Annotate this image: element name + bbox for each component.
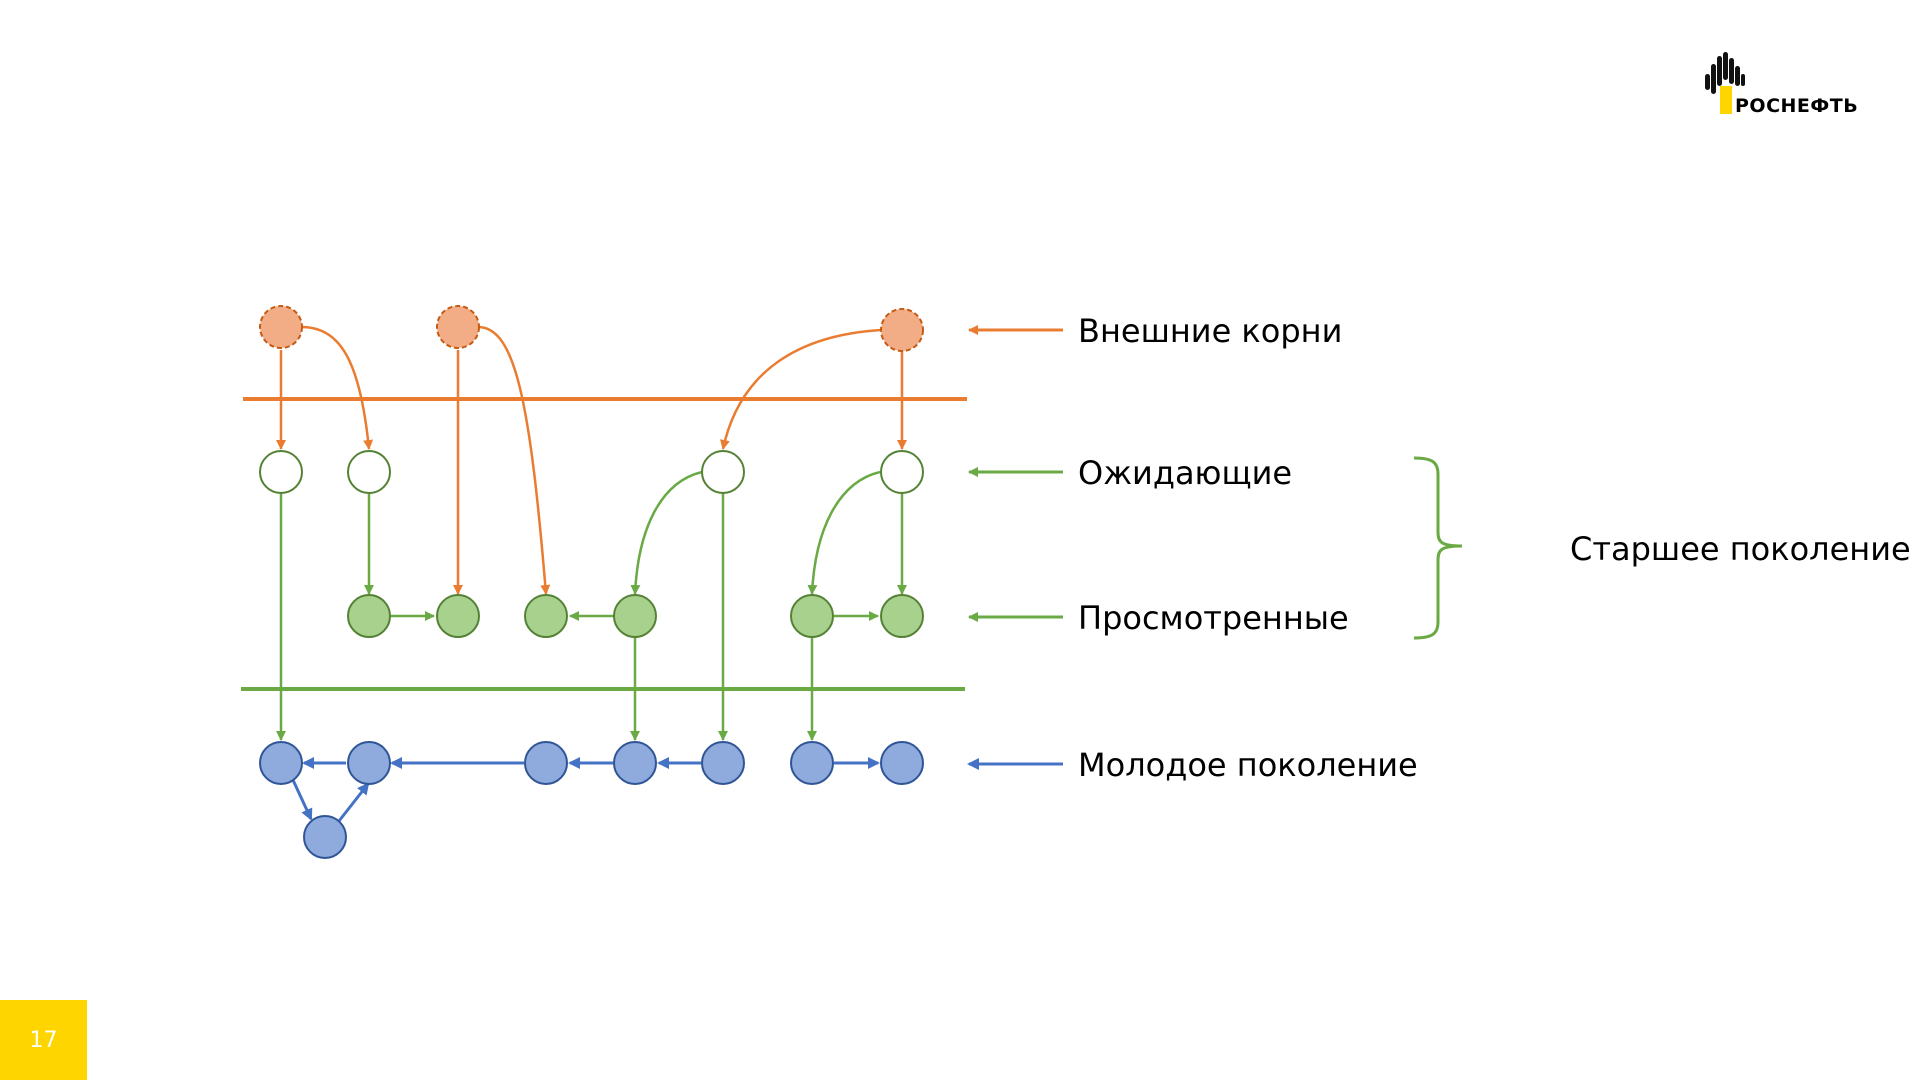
young-node [524,741,568,785]
old-generation-references [276,470,907,741]
external-root-node [436,305,480,349]
scanned-node [613,594,657,638]
label-scanned: Просмотренные [1078,599,1349,637]
label-external-roots: Внешние корни [1078,312,1342,350]
waiting-nodes [259,450,924,494]
external-root-node [259,305,303,349]
young-generation-references [291,757,880,822]
young-node [347,741,391,785]
waiting-node [259,450,303,494]
young-node [790,741,834,785]
page-number-box: 17 [0,1000,87,1080]
scanned-node [524,594,568,638]
legend-arrows [967,325,1063,770]
young-node [701,741,745,785]
rosneft-logo: РОСНЕФТЬ [1700,52,1890,120]
scanned-node [880,594,924,638]
root-references [276,325,907,595]
rosneft-emblem-icon [1705,52,1745,114]
external-root-node [880,308,924,352]
label-old-generation: Старшее поколение [1570,530,1911,568]
old-generation-brace [1413,456,1463,640]
waiting-node [347,450,391,494]
label-young-generation: Молодое поколение [1078,746,1418,784]
young-node [259,741,303,785]
scanned-node [347,594,391,638]
logo-wordmark: РОСНЕФТЬ [1735,95,1859,117]
young-node [613,741,657,785]
external-root-nodes [259,305,924,352]
young-generation-nodes [259,741,924,859]
scanned-node [436,594,480,638]
page-number: 17 [29,1027,58,1053]
young-node [303,815,347,859]
waiting-node [880,450,924,494]
young-node [880,741,924,785]
scanned-node [790,594,834,638]
label-waiting: Ожидающие [1078,454,1292,492]
waiting-node [701,450,745,494]
scanned-nodes [347,594,924,638]
